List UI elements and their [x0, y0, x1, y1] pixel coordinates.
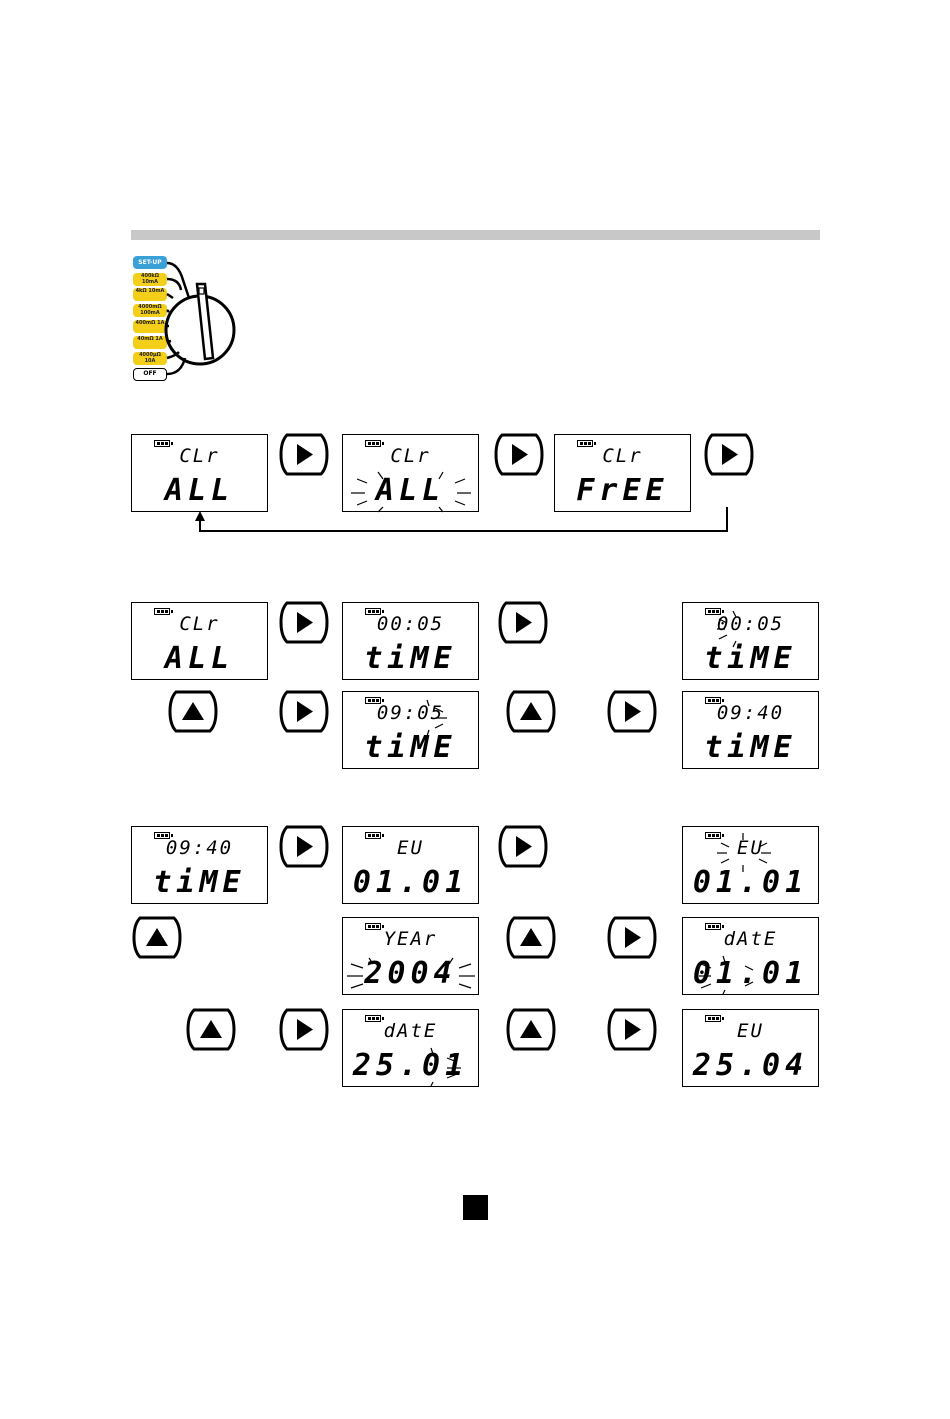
page-marker-square — [463, 1195, 488, 1220]
up-arrow-icon — [506, 690, 556, 733]
next-button[interactable] — [279, 690, 329, 733]
lcd-display: EU 01.01 — [682, 826, 819, 904]
up-button[interactable] — [132, 916, 182, 959]
up-arrow-icon — [132, 916, 182, 959]
lcd-line1: CLr — [132, 613, 267, 635]
lcd-display: YEAr 2004 — [342, 917, 479, 995]
up-button[interactable] — [168, 690, 218, 733]
next-button[interactable] — [607, 1008, 657, 1051]
lcd-line2: 01.01 — [683, 865, 818, 900]
lcd-line2: 25.01 — [343, 1048, 478, 1083]
next-button[interactable] — [279, 825, 329, 868]
right-arrow-icon — [279, 1008, 329, 1051]
lcd-line2: 2004 — [343, 956, 478, 991]
lcd-line2: tiME — [683, 641, 818, 676]
lcd-display: 09:40 tiME — [682, 691, 819, 769]
lcd-line1: dAtE — [343, 1020, 478, 1042]
lcd-line1: 00:05 — [343, 613, 478, 635]
next-button[interactable] — [279, 1008, 329, 1051]
lcd-line2: 25.04 — [683, 1048, 818, 1083]
lcd-display: EU 01.01 — [342, 826, 479, 904]
right-arrow-icon — [498, 825, 548, 868]
next-button[interactable] — [498, 601, 548, 644]
up-button[interactable] — [506, 916, 556, 959]
lcd-display: EU 25.04 — [682, 1009, 819, 1087]
lcd-display: 00:05 tiME — [342, 602, 479, 680]
up-button[interactable] — [506, 1008, 556, 1051]
lcd-line1: EU — [683, 1020, 818, 1042]
lcd-line1: dAtE — [683, 928, 818, 950]
lcd-line2: 01.01 — [343, 865, 478, 900]
lcd-line1: 09:05 — [343, 702, 478, 724]
up-arrow-icon — [506, 916, 556, 959]
lcd-line1: 09:40 — [683, 702, 818, 724]
up-arrow-icon — [168, 690, 218, 733]
lcd-line1: EU — [683, 837, 818, 859]
next-button[interactable] — [279, 601, 329, 644]
up-button[interactable] — [506, 690, 556, 733]
right-arrow-icon — [279, 825, 329, 868]
lcd-display: CLr ALL — [131, 602, 268, 680]
lcd-line2: tiME — [132, 865, 267, 900]
right-arrow-icon — [607, 916, 657, 959]
lcd-line1: EU — [343, 837, 478, 859]
next-button[interactable] — [607, 916, 657, 959]
lcd-display: dAtE 01.01 — [682, 917, 819, 995]
next-button[interactable] — [498, 825, 548, 868]
right-arrow-icon — [607, 1008, 657, 1051]
up-button[interactable] — [186, 1008, 236, 1051]
lcd-display: 09:05 tiME — [342, 691, 479, 769]
loop-back-arrow-icon — [0, 0, 950, 560]
lcd-display: 09:40 tiME — [131, 826, 268, 904]
lcd-line1: 09:40 — [132, 837, 267, 859]
lcd-display: 00:05 tiME — [682, 602, 819, 680]
lcd-line2: ALL — [132, 641, 267, 676]
lcd-display: dAtE 25.01 — [342, 1009, 479, 1087]
right-arrow-icon — [498, 601, 548, 644]
next-button[interactable] — [607, 690, 657, 733]
up-arrow-icon — [186, 1008, 236, 1051]
lcd-line2: tiME — [683, 730, 818, 765]
right-arrow-icon — [279, 690, 329, 733]
up-arrow-icon — [506, 1008, 556, 1051]
lcd-line2: tiME — [343, 641, 478, 676]
lcd-line2: 01.01 — [683, 956, 818, 991]
lcd-line1: 00:05 — [683, 613, 818, 635]
right-arrow-icon — [279, 601, 329, 644]
lcd-line1: YEAr — [343, 928, 478, 950]
right-arrow-icon — [607, 690, 657, 733]
lcd-line2: tiME — [343, 730, 478, 765]
